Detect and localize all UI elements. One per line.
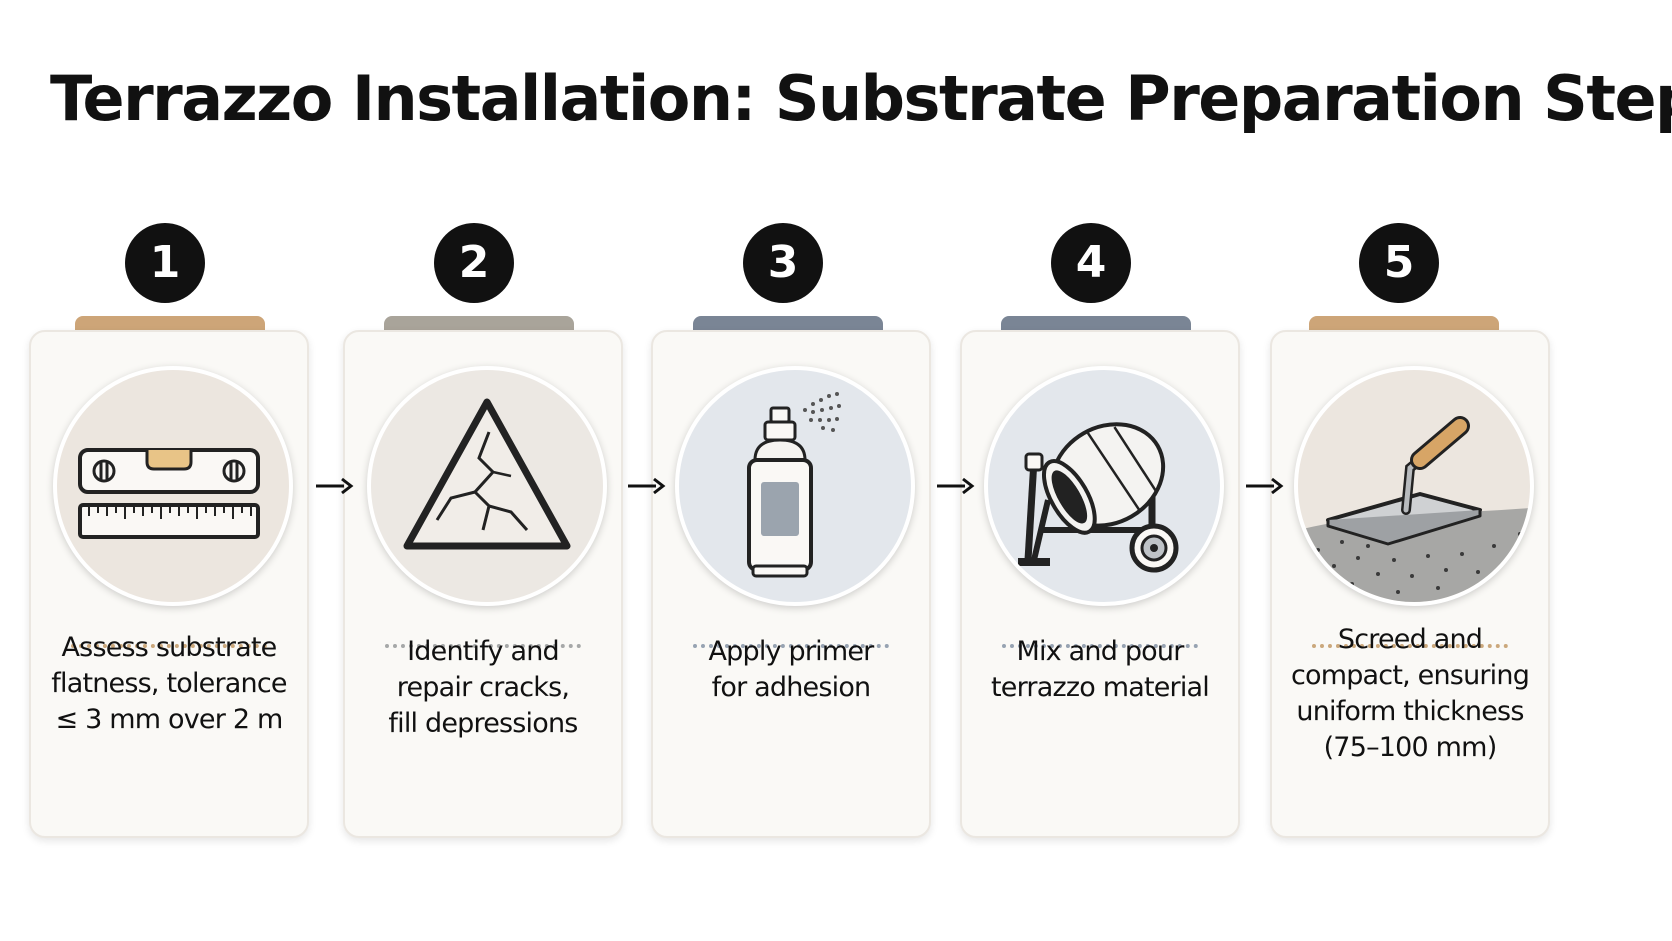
cracked-warning-triangle-icon (367, 366, 607, 606)
step-5-line-1: Screed and (1337, 624, 1483, 655)
arrow-right-icon (316, 477, 354, 495)
step-3-card: Apply primer for adhesion (651, 330, 931, 838)
step-5-description: Screed and compact, ensuring uniform thi… (1282, 622, 1538, 766)
arrow-right-icon (1246, 477, 1284, 495)
step-4-line-2: terrazzo material (990, 672, 1210, 703)
step-3-number-badge: 3 (743, 223, 823, 303)
step-1-card: Assess substrate flatness, tolerance ≤ 3… (29, 330, 309, 838)
step-1-number-badge: 1 (125, 223, 205, 303)
step-5-divider (1312, 644, 1508, 648)
step-3-description: Apply primer for adhesion (663, 634, 919, 706)
step-5-card: Screed and compact, ensuring uniform thi… (1270, 330, 1550, 838)
step-3-line-1: Apply primer (708, 636, 875, 667)
step-2-line-1: Identify and (407, 636, 560, 667)
concrete-mixer-icon (984, 366, 1224, 606)
step-2-number-badge: 2 (434, 223, 514, 303)
step-5-line-4: (75–100 mm) (1323, 732, 1498, 763)
step-2-description: Identify and repair cracks, fill depress… (355, 634, 611, 742)
step-3-divider (693, 644, 889, 648)
trowel-screed-icon (1294, 366, 1534, 606)
step-4-card: Mix and pour terrazzo material (960, 330, 1240, 838)
step-1-line-3: ≤ 3 mm over 2 m (55, 704, 283, 735)
step-2-divider (385, 644, 581, 648)
step-2-line-2: repair cracks, (396, 672, 570, 703)
spray-primer-can-icon (675, 366, 915, 606)
step-4-divider (1002, 644, 1198, 648)
step-1-line-2: flatness, tolerance (51, 668, 287, 699)
step-5-line-2: compact, ensuring (1290, 660, 1530, 691)
step-1-line-1: Assess substrate (61, 632, 278, 663)
step-4-description: Mix and pour terrazzo material (972, 634, 1228, 706)
spirit-level-and-ruler-icon (53, 366, 293, 606)
page-title: Terrazzo Installation: Substrate Prepara… (50, 62, 1672, 135)
step-5-line-3: uniform thickness (1296, 696, 1524, 727)
step-5-number-badge: 5 (1359, 223, 1439, 303)
arrow-right-icon (628, 477, 666, 495)
step-2-card: Identify and repair cracks, fill depress… (343, 330, 623, 838)
step-4-line-1: Mix and pour (1016, 636, 1184, 667)
step-1-divider (71, 644, 267, 648)
arrow-right-icon (937, 477, 975, 495)
step-4-number-badge: 4 (1051, 223, 1131, 303)
step-2-line-3: fill depressions (388, 708, 578, 739)
step-1-description: Assess substrate flatness, tolerance ≤ 3… (41, 630, 297, 738)
step-3-line-2: for adhesion (711, 672, 872, 703)
